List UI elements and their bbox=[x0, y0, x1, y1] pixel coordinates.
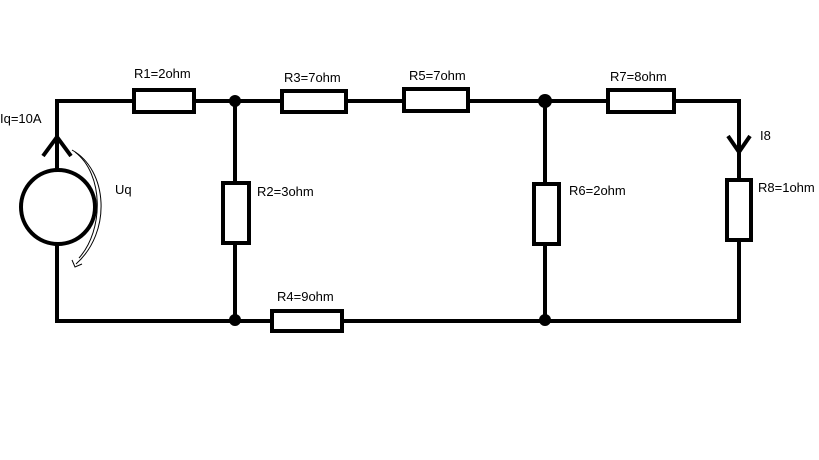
label-r5: R5=7ohm bbox=[409, 68, 466, 83]
i8-arrow-down-icon bbox=[726, 134, 752, 156]
resistor-r6 bbox=[532, 182, 561, 246]
voltage-arc-icon bbox=[71, 149, 102, 265]
label-r8: R8=1ohm bbox=[758, 180, 815, 195]
label-r2: R2=3ohm bbox=[257, 184, 314, 199]
node-top-left bbox=[229, 95, 241, 107]
resistor-r7 bbox=[606, 88, 676, 114]
wires bbox=[55, 99, 741, 323]
voltage-arrowhead-icon bbox=[71, 259, 83, 268]
label-r1: R1=2ohm bbox=[134, 66, 191, 81]
resistor-r3 bbox=[280, 89, 348, 114]
labels: Iq=10A Uq R1=2ohm R3=7ohm R5=7ohm R7=8oh… bbox=[0, 66, 815, 304]
resistor-r4 bbox=[270, 309, 344, 333]
resistors bbox=[132, 87, 753, 333]
current-source bbox=[19, 133, 97, 246]
voltage-arc-inner-icon bbox=[74, 151, 98, 259]
node-bottom-right bbox=[539, 314, 551, 326]
label-r3: R3=7ohm bbox=[284, 70, 341, 85]
label-i8: I8 bbox=[760, 128, 771, 143]
label-iq: Iq=10A bbox=[0, 111, 42, 126]
resistor-r8 bbox=[725, 178, 753, 242]
nodes bbox=[229, 94, 552, 326]
label-uq: Uq bbox=[115, 182, 132, 197]
label-r7: R7=8ohm bbox=[610, 69, 667, 84]
current-source-circle-icon bbox=[19, 168, 97, 246]
node-top-right bbox=[538, 94, 552, 108]
resistor-r5 bbox=[402, 87, 470, 113]
label-r6: R6=2ohm bbox=[569, 183, 626, 198]
resistor-r2 bbox=[221, 181, 251, 245]
voltage-arrow bbox=[71, 149, 102, 268]
current-arrow-up-icon bbox=[41, 133, 73, 158]
node-bottom-left bbox=[229, 314, 241, 326]
label-r4: R4=9ohm bbox=[277, 289, 334, 304]
resistor-r1 bbox=[132, 88, 196, 114]
